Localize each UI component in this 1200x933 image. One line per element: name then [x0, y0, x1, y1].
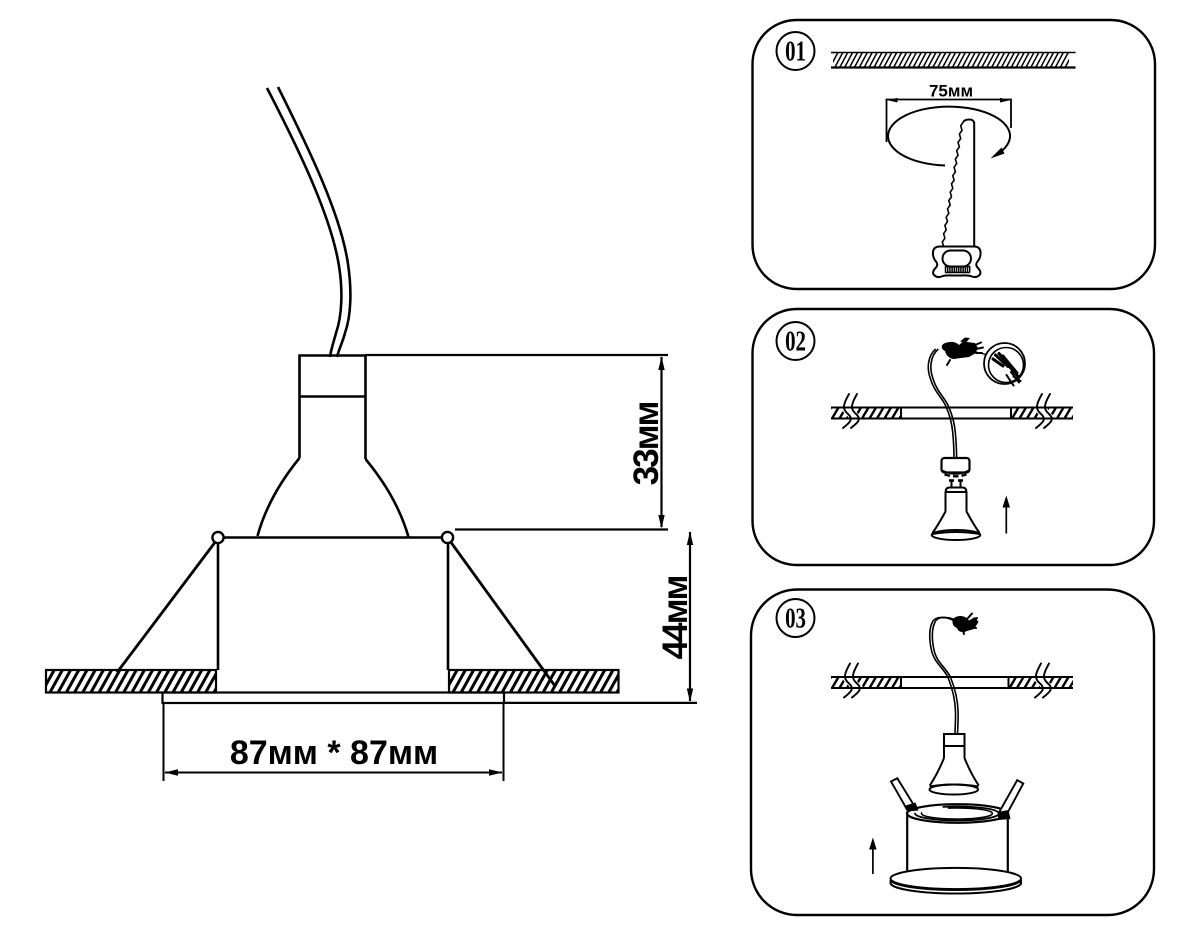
- svg-text:03: 03: [785, 602, 806, 634]
- svg-text:44мм: 44мм: [656, 577, 695, 660]
- svg-text:33мм: 33мм: [627, 403, 666, 486]
- svg-text:01: 01: [785, 35, 806, 67]
- svg-text:87мм * 87мм: 87мм * 87мм: [230, 734, 438, 772]
- svg-text:75мм: 75мм: [929, 82, 973, 101]
- svg-text:02: 02: [785, 325, 806, 357]
